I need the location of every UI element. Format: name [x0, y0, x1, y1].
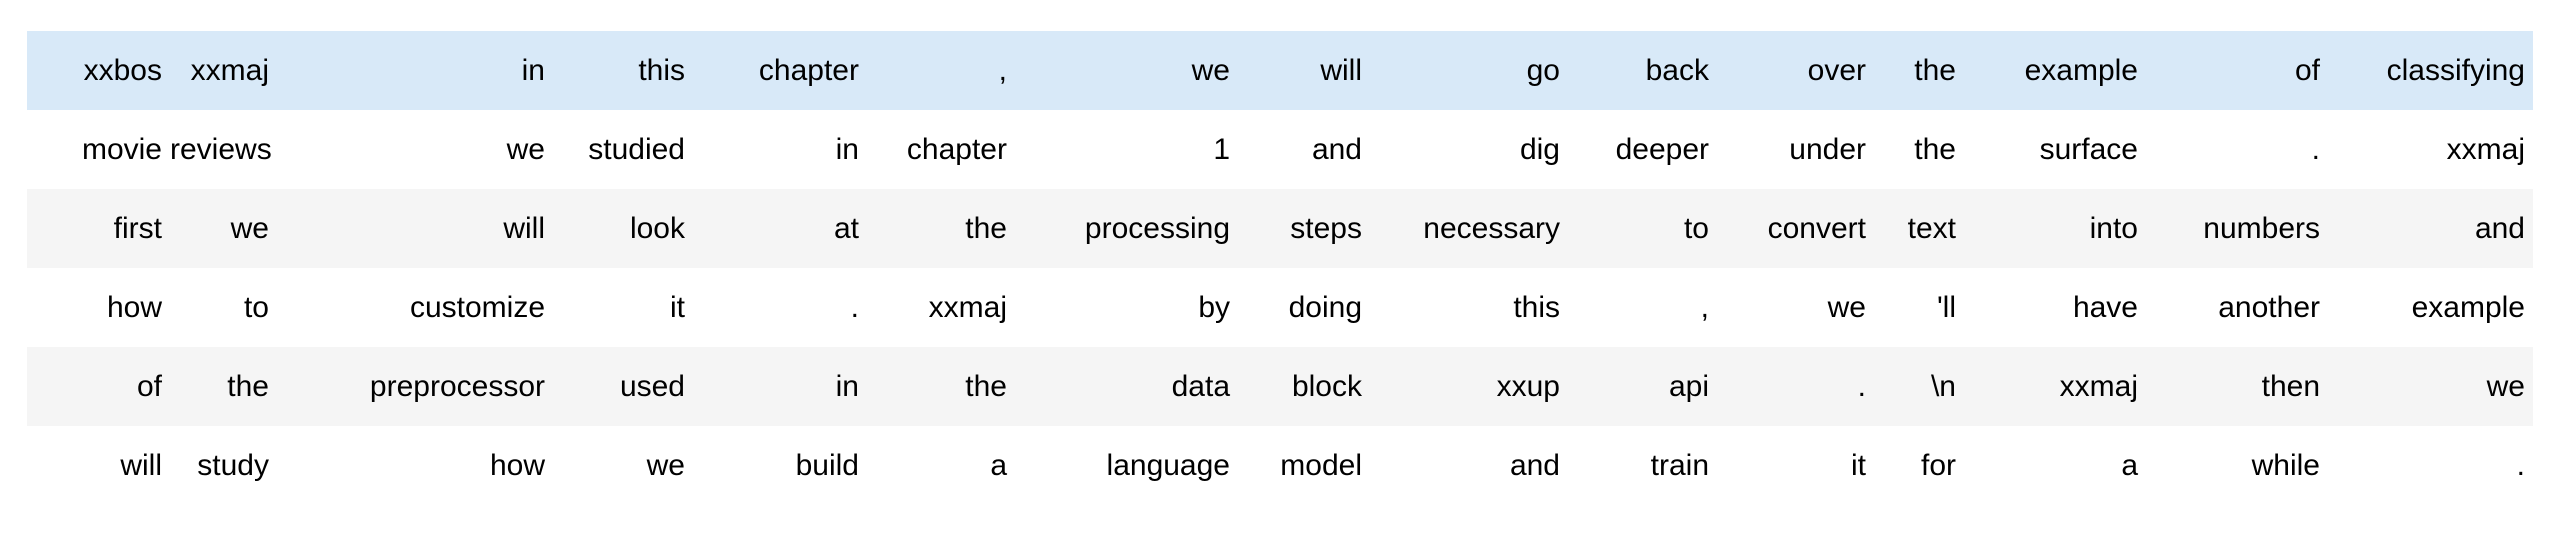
token-cell: the — [965, 369, 1007, 403]
token-cell: into — [2089, 211, 2138, 245]
token-cell: another — [2218, 290, 2320, 324]
token-cell: 'll — [1936, 290, 1956, 324]
token-cell: of — [136, 369, 162, 403]
token-cell: build — [795, 448, 859, 482]
token-cell: we — [230, 211, 269, 245]
table-body: xxbos xxmaj in this chapter, we will go back over… — [27, 31, 2533, 505]
token-cell: . — [850, 290, 859, 324]
token-cell: xxbos — [83, 53, 162, 87]
token-cell: will — [120, 448, 162, 482]
token-cell: surface — [2039, 132, 2138, 166]
token-cell: language — [1106, 448, 1230, 482]
token-cell: . — [2516, 448, 2525, 482]
token-cell: of — [2294, 53, 2320, 87]
token-cell: chapter — [906, 132, 1007, 166]
token-cell: the — [227, 369, 269, 403]
token-cell: deeper — [1615, 132, 1709, 166]
token-cell: necessary — [1423, 211, 1560, 245]
token-cell: we — [646, 448, 685, 482]
token-cell: customize — [409, 290, 545, 324]
token-cell: back — [1645, 53, 1709, 87]
token-cell: movie — [81, 132, 162, 166]
token-cell: classifying — [2386, 53, 2525, 87]
token-cell: train — [1650, 448, 1709, 482]
token-cell: . — [1857, 369, 1866, 403]
token-cell: we — [1827, 290, 1866, 324]
token-cell: study — [197, 448, 269, 482]
token-cell: then — [2261, 369, 2320, 403]
token-cell: at — [833, 211, 859, 245]
token-cell: used — [619, 369, 685, 403]
token-cell: chapter — [758, 53, 859, 87]
token-cell: example — [2411, 290, 2525, 324]
token-cell: to — [1683, 211, 1709, 245]
token-cell: go — [1526, 53, 1560, 87]
token-cell: convert — [1767, 211, 1866, 245]
token-cell: preprocessor — [369, 369, 545, 403]
token-cell: 1 — [1213, 132, 1230, 166]
token-cell: we — [1191, 53, 1230, 87]
token-cell: xxmaj — [190, 53, 269, 87]
token-cell: the — [965, 211, 1007, 245]
token-cell: this — [638, 53, 685, 87]
token-cell: will — [1320, 53, 1362, 87]
token-cell: processing — [1084, 211, 1230, 245]
token-cell: the — [1914, 53, 1956, 87]
token-cell: for — [1920, 448, 1956, 482]
token-cell: steps — [1290, 211, 1362, 245]
token-cell: to — [243, 290, 269, 324]
token-cell: it — [670, 290, 685, 324]
token-cell: we — [506, 132, 545, 166]
token-cell: over — [1807, 53, 1866, 87]
token-cell: . — [2311, 132, 2320, 166]
token-cell: and — [2474, 211, 2525, 245]
token-cell: in — [835, 132, 859, 166]
token-cell: a — [2121, 448, 2138, 482]
token-cell: \n — [1930, 369, 1956, 403]
token-cell: a — [990, 448, 1007, 482]
highlighted-table-row: xxbos xxmaj in this chapter, we will go back over… — [27, 31, 2533, 110]
token-cell: how — [489, 448, 545, 482]
token-cell: numbers — [2203, 211, 2320, 245]
token-cell: studied — [588, 132, 685, 166]
token-cell: this — [1513, 290, 1560, 324]
token-cell: doing — [1288, 290, 1362, 324]
token-cell: how — [106, 290, 162, 324]
token-cell: xxup — [1496, 369, 1560, 403]
token-cell: while — [2251, 448, 2320, 482]
token-cell: data — [1171, 369, 1230, 403]
token-cell: we — [2486, 369, 2525, 403]
token-cell: dig — [1519, 132, 1560, 166]
token-cell: look — [629, 211, 685, 245]
token-cell: and — [1311, 132, 1362, 166]
token-cell: model — [1280, 448, 1362, 482]
token-cell: have — [2072, 290, 2138, 324]
token-cell: by — [1198, 290, 1230, 324]
table-row: how to customize it. xxmaj by doing this, we 'll h… — [27, 268, 2533, 347]
token-cell: , — [998, 53, 1007, 87]
token-cell: xxmaj — [928, 290, 1007, 324]
token-cell: example — [2024, 53, 2138, 87]
token-cell: block — [1291, 369, 1362, 403]
token-cell: will — [503, 211, 545, 245]
token-cell: first — [113, 211, 162, 245]
token-cell: , — [1700, 290, 1709, 324]
token-cell: reviews — [170, 132, 272, 166]
token-cell: the — [1914, 132, 1956, 166]
tokenized-text-table: xxbos xxmaj in this chapter, we will go back over… — [27, 31, 2533, 505]
token-cell: it — [1851, 448, 1866, 482]
token-cell: xxmaj — [2059, 369, 2138, 403]
token-cell: api — [1668, 369, 1709, 403]
table-row: first we will look at the processing steps neces… — [27, 189, 2533, 268]
token-cell: in — [521, 53, 545, 87]
table-row: will study how we build a language model and trai… — [27, 426, 2533, 505]
token-cell: in — [835, 369, 859, 403]
token-cell: xxmaj — [2446, 132, 2525, 166]
token-cell: under — [1789, 132, 1866, 166]
token-cell: text — [1907, 211, 1956, 245]
token-cell: and — [1509, 448, 1560, 482]
table-row: of the preprocessor used in the data block xxup a… — [27, 347, 2533, 426]
